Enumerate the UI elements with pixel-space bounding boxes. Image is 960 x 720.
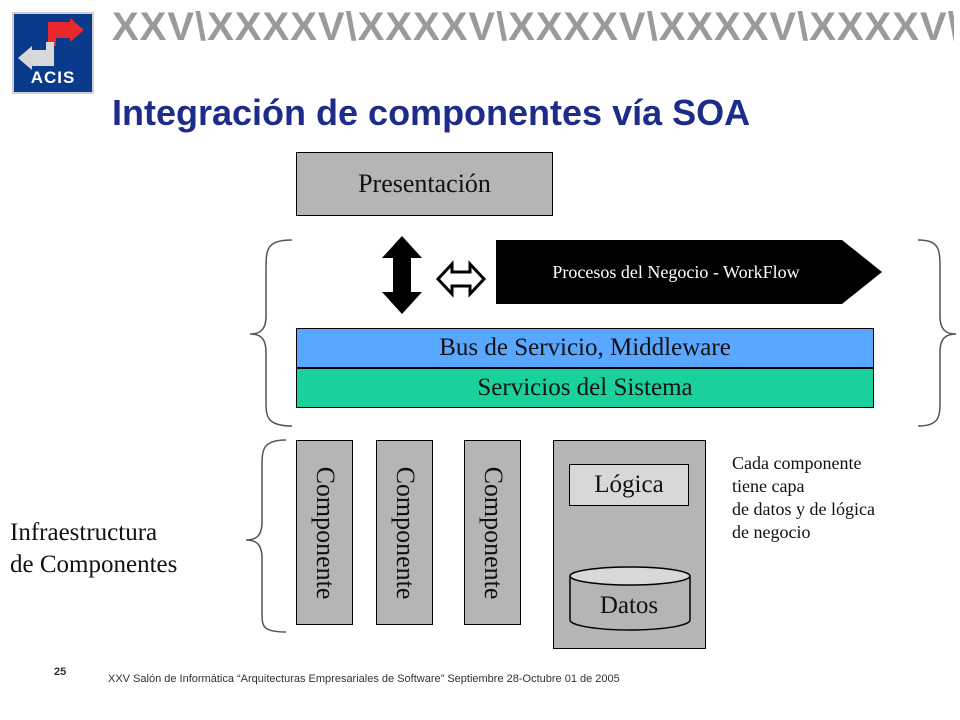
footer-text: XXV Salón de Informática “Arquitecturas … <box>108 673 620 685</box>
servicios-sistema-box: Servicios del Sistema <box>296 368 874 408</box>
infraestructura-label: Infraestructura de Componentes <box>10 517 260 581</box>
note-line: Cada componente <box>732 453 862 473</box>
note-line: de negocio <box>732 522 811 542</box>
logo-text: ACIS <box>30 68 76 87</box>
bus-servicio-box: Bus de Servicio, Middleware <box>296 328 874 368</box>
componente-box-1: Componente <box>296 440 353 625</box>
infra-line: de Componentes <box>10 551 178 578</box>
left-brace-lower <box>245 439 287 633</box>
procesos-shape <box>496 240 882 304</box>
acis-logo: ACIS <box>12 12 94 94</box>
component-note: Cada componente tiene capa de datos y de… <box>732 452 947 544</box>
left-brace-upper <box>249 239 293 427</box>
datos-cylinder-icon <box>569 566 691 631</box>
infra-line: Infraestructura <box>10 519 158 546</box>
logo-arrows-icon <box>18 18 84 70</box>
right-brace-upper <box>917 239 957 427</box>
note-line: tiene capa <box>732 476 805 496</box>
logica-box: Lógica <box>569 464 689 506</box>
componente-box-2: Componente <box>376 440 433 625</box>
banner-pattern: XXV\XXXXV\XXXXV\XXXXV\XXXXV\XXXXV\XXXXV <box>112 6 954 48</box>
componente-box-3: Componente <box>464 440 521 625</box>
componente-label: Componente <box>478 466 508 599</box>
note-line: de datos y de lógica <box>732 499 875 519</box>
procesos-label: Procesos del Negocio - WorkFlow <box>552 262 800 282</box>
slide-title: Integración de componentes vía SOA <box>112 92 751 133</box>
datos-label: Datos <box>599 592 659 619</box>
presentacion-box: Presentación <box>296 152 553 216</box>
componente-label: Componente <box>390 466 420 599</box>
slide-number: 25 <box>54 666 67 678</box>
vertical-double-arrow <box>382 236 422 314</box>
horizontal-double-arrow <box>435 260 487 298</box>
componente-label: Componente <box>310 466 340 599</box>
